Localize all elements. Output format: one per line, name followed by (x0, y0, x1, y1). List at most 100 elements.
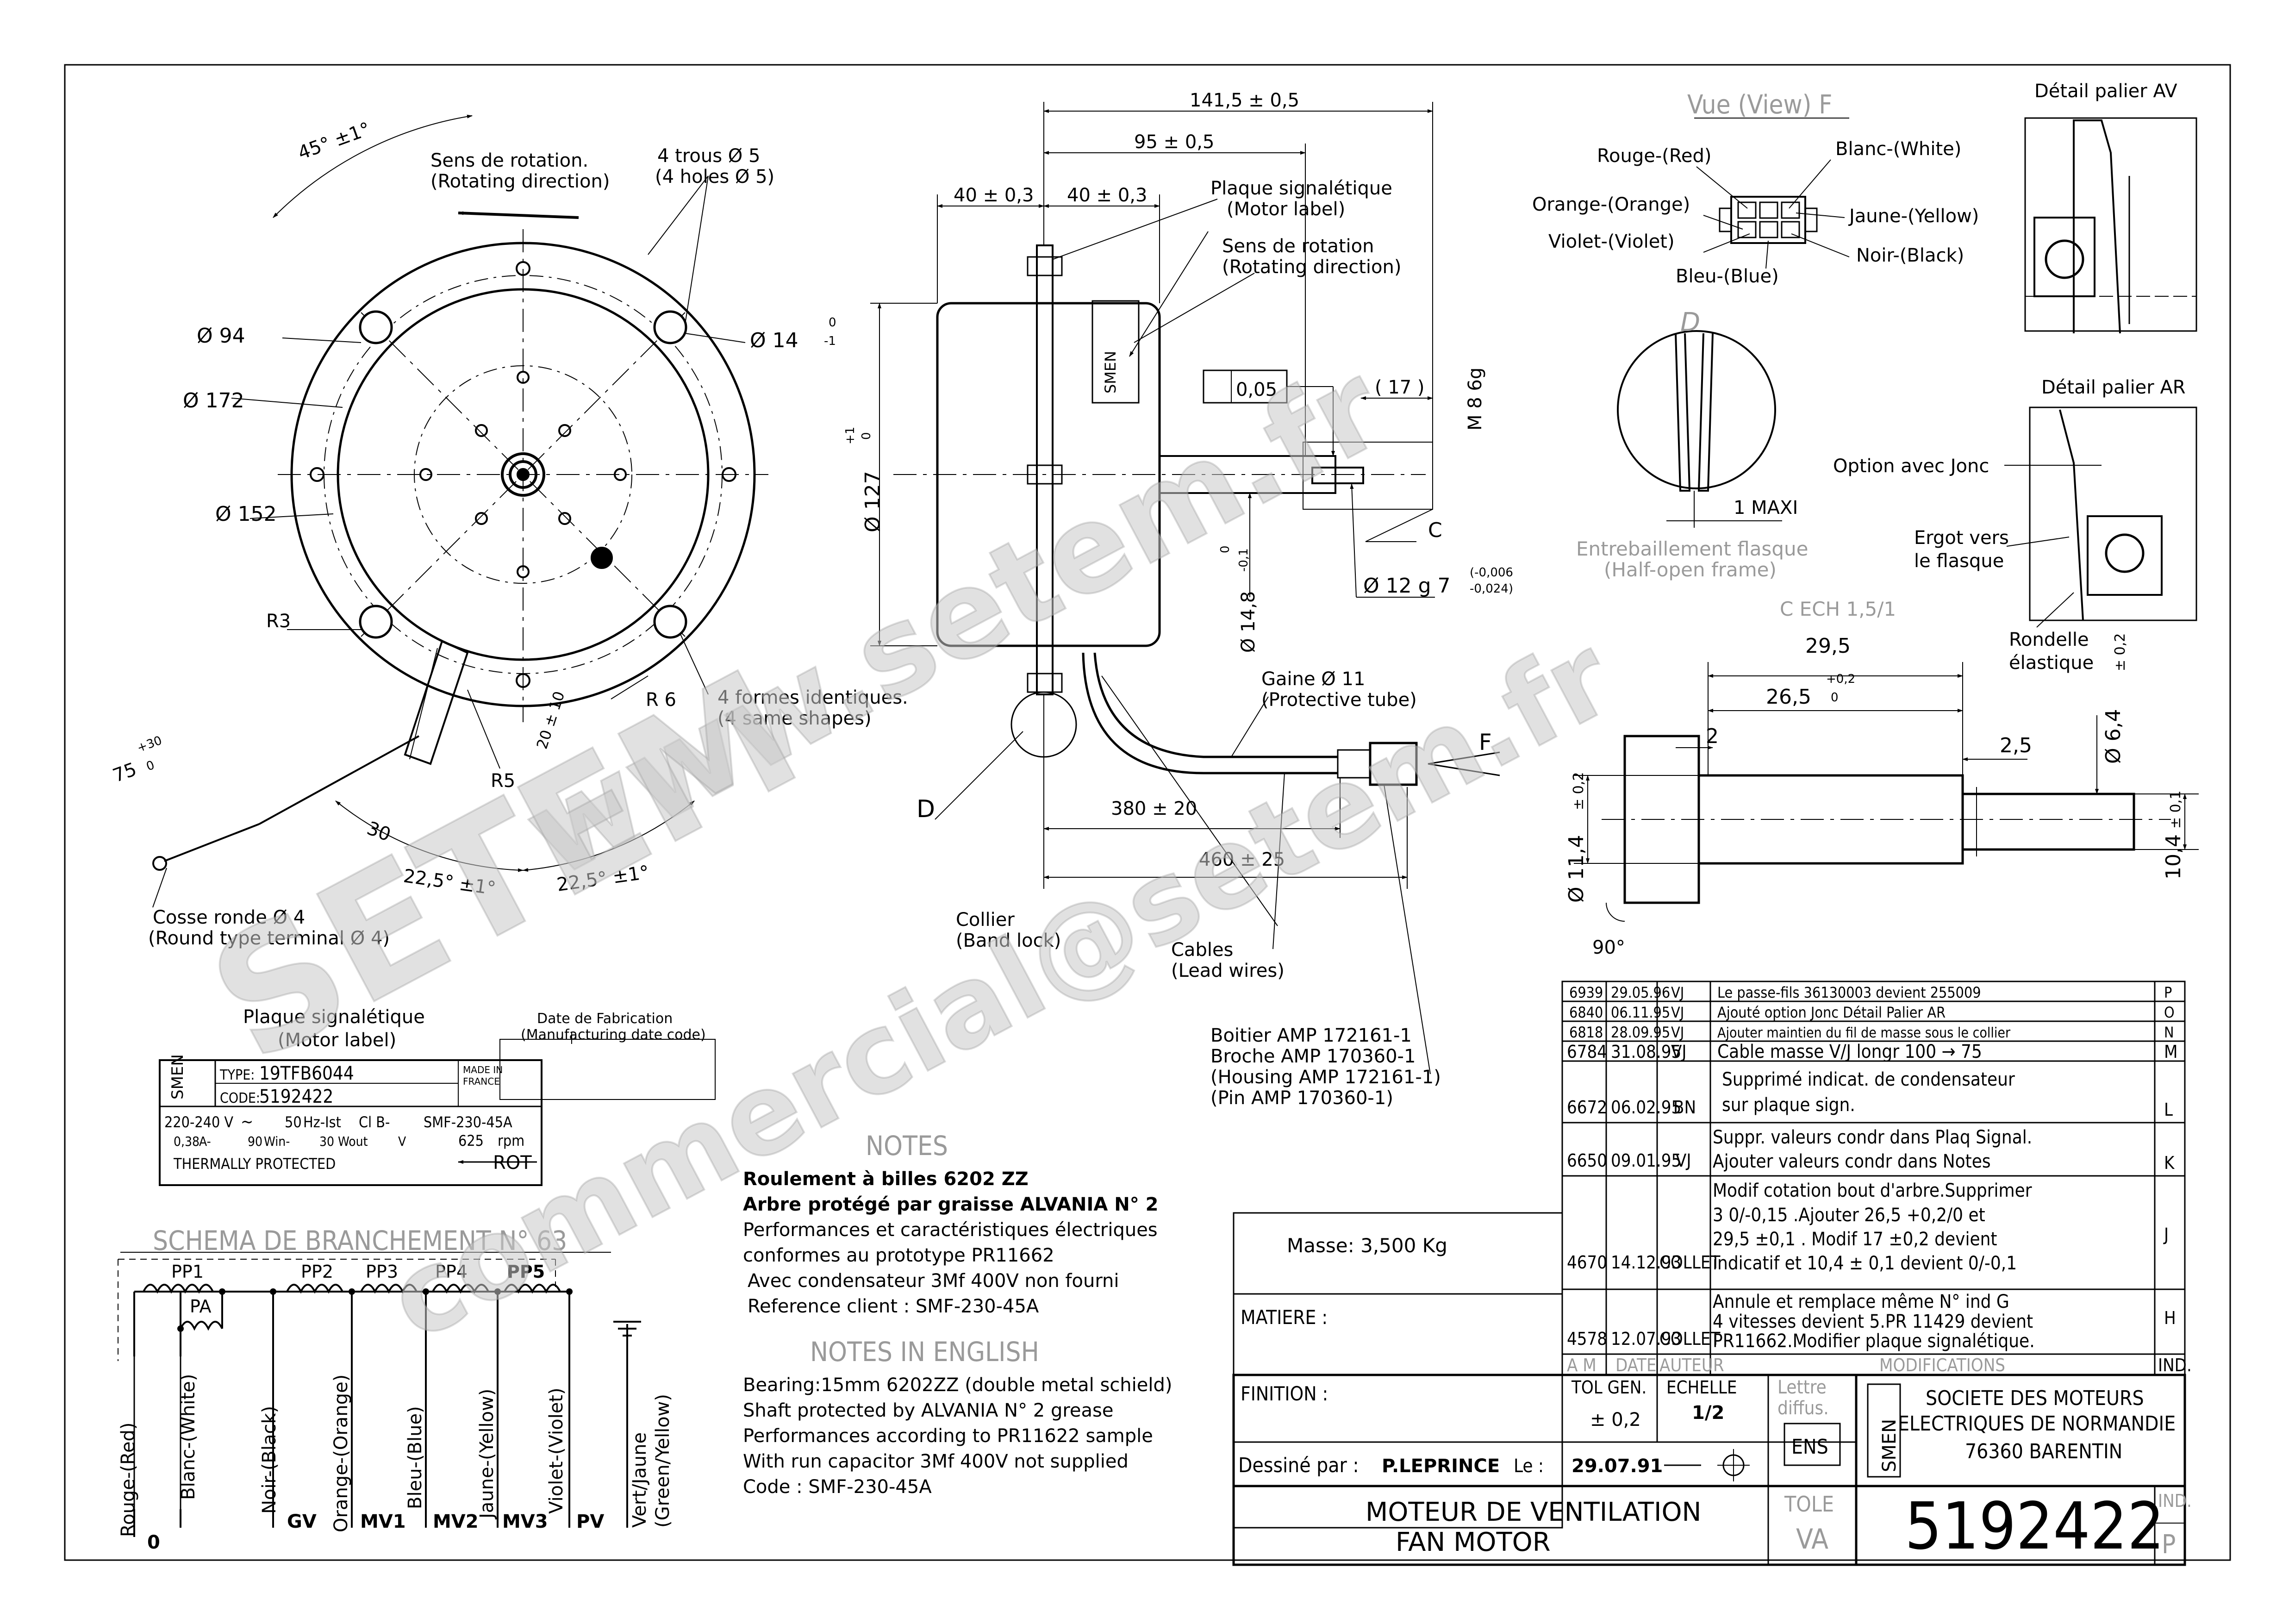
ref-code: SMF-230-45A (424, 1113, 512, 1131)
runout-label: 0,05 (1236, 379, 1277, 400)
side-rotation-fr: Sens de rotation (1222, 236, 1374, 257)
view-f-title: Vue (View) F (1687, 90, 1832, 120)
side-rotation-en: (Rotating direction) (1222, 256, 1401, 278)
wire-black-label: Noir-(Black) (1856, 245, 1964, 266)
flange-plate (1036, 244, 1054, 695)
rev-j-text-3: 29,5 ±0,1 . Modif 17 ±0,2 devient (1713, 1229, 1997, 1250)
dim-40b-label: 40 ± 0,3 (1067, 185, 1147, 206)
d127-tol-up: +1 (843, 427, 857, 444)
wire-violet-label: Violet-(Violet) (1548, 231, 1675, 252)
note-line-0: Roulement à billes 6202 ZZ (743, 1168, 1029, 1190)
plate-fr-label: Plaque signalétique (1210, 178, 1392, 199)
rotation-fr-label: Sens de rotation. (430, 150, 588, 171)
d12-tol-up: (-0,006 (1470, 566, 1513, 580)
notes-block: NOTES Roulement à billes 6202 ZZ Arbre p… (743, 1130, 1172, 1498)
rev-j-text-2: 3 0/-0,15 .Ajouter 26,5 +0,2/0 et (1713, 1205, 1985, 1226)
terminal-en-label: (Round type terminal Ø 4) (148, 928, 390, 949)
current-unit: A- (199, 1134, 211, 1149)
d14-tol-dn: -1 (824, 334, 836, 348)
term-pv: PV (576, 1511, 604, 1532)
rev-m-am: 6784 (1567, 1042, 1607, 1062)
wire-label-1: Blanc-(White) (178, 1374, 199, 1500)
pp3-label: PP3 (366, 1262, 398, 1282)
front-bearing-title: Détail palier AV (2034, 81, 2177, 102)
dim-2-label: 2 (1706, 725, 1719, 748)
note-line-3: conformes au prototype PR11662 (743, 1245, 1054, 1266)
rev-h-author: COLLET (1659, 1329, 1720, 1349)
wire-label-6: Violet-(Violet) (546, 1387, 567, 1514)
rear-bearing-title: Détail palier AR (2041, 377, 2186, 398)
note-en-line-4: Code : SMF-230-45A (743, 1476, 932, 1498)
revision-row-m: 6784 31.08.95 VJ Cable masse V/J longr 1… (1567, 1041, 2178, 1062)
dim-265-label: 26,5 (1766, 685, 1811, 709)
lettre-value: ENS (1791, 1435, 1828, 1459)
note-line-4: Avec condensateur 3Mf 400V non fourni (748, 1270, 1119, 1292)
rev-n-ind: N (2164, 1024, 2174, 1041)
note-en-line-0: Bearing:15mm 6202ZZ (double metal schiel… (743, 1374, 1172, 1396)
drawn-by-label: Dessiné par : (1238, 1454, 1359, 1477)
dim-40a-label: 40 ± 0,3 (954, 185, 1034, 206)
wire-label-gy: (Green/Yellow) (652, 1394, 674, 1528)
rev-m-ind: M (2164, 1042, 2178, 1062)
wire-label-2: Noir-(Black) (259, 1406, 280, 1514)
revision-row-l: 6672 06.02.95 BN Supprimé indicat. de co… (1567, 1069, 2173, 1120)
rev-j-date: 14.12.93 (1611, 1252, 1681, 1273)
mass-label: Masse: 3,500 Kg (1287, 1234, 1447, 1257)
term-mv3: MV3 (502, 1511, 548, 1532)
shapes-en-label: (4 same shapes) (717, 708, 872, 729)
wiring-title: SCHEMA DE BRANCHEMENT N° 63 (153, 1225, 567, 1256)
dim-460-label: 460 ± 25 (1199, 849, 1285, 870)
wire-white-label: Blanc-(White) (1835, 138, 1961, 160)
made-in-1: MADE IN (463, 1064, 503, 1075)
detail-d (1617, 330, 1782, 528)
title-en: FAN MOTOR (1396, 1527, 1551, 1557)
rev-k-ind: K (2164, 1153, 2175, 1173)
title-fr: MOTEUR DE VENTILATION (1366, 1497, 1701, 1527)
frame-en-label: (Half-open frame) (1604, 558, 1777, 581)
ind-label: IND. (2158, 1491, 2192, 1511)
revision-row-o: 6840 06.11.95 VJ Ajouté option Jonc Déta… (1569, 1004, 2175, 1021)
revision-table (1561, 981, 2186, 1376)
revision-row-h: 4578 12.07.93 COLLET Annule et remplace … (1567, 1291, 2176, 1352)
rev-m-date: 31.08.95 (1611, 1042, 1681, 1062)
m8-label: M 8 6g (1465, 368, 1486, 431)
arrow-f-label: F (1479, 730, 1492, 756)
holes-en-label: (4 holes Ø 5) (655, 166, 774, 187)
le-label: Le : (1514, 1455, 1544, 1477)
d14-tol-up: 0 (829, 316, 836, 330)
drawing-date: 29.07.91 (1572, 1455, 1663, 1477)
angle-45-label: 45° ±1° (295, 119, 374, 164)
pp5-label: PP5 (507, 1262, 545, 1282)
tol-value: ± 0,2 (1590, 1409, 1641, 1430)
amp-housing-en: (Housing AMP 172161-1) (1210, 1067, 1441, 1088)
collar-fr-label: Collier (956, 909, 1015, 931)
amp-pin: Broche AMP 170360-1 (1210, 1046, 1416, 1067)
watermark-brand: SETEM (182, 634, 827, 1099)
rev-o-text: Ajouté option Jonc Détail Palier AR (1717, 1004, 1946, 1021)
insulation-class: Cl B- (359, 1113, 390, 1131)
rev-h-am: 4578 (1567, 1329, 1607, 1349)
bearing-labels: Détail palier AV Détail palier AR Option… (1833, 81, 2186, 674)
rev-header-author: AUTEUR (1659, 1355, 1724, 1375)
plate-en-label: (Motor label) (1227, 199, 1345, 220)
side-logo-box (1091, 300, 1140, 404)
tole-label: TOLE (1784, 1492, 1834, 1517)
tube-fr-label: Gaine Ø 11 (1261, 668, 1365, 690)
option-label: Option avec Jonc (1833, 456, 1989, 477)
wire-yellow-label: Jaune-(Yellow) (1848, 206, 1979, 227)
label-title-fr: Plaque signalétique (243, 1006, 425, 1028)
lug-label-2: le flasque (1914, 550, 2004, 572)
d172-label: Ø 172 (183, 389, 244, 412)
rev-l-date: 06.02.95 (1611, 1097, 1681, 1118)
rev-l-text-2: sur plaque sign. (1722, 1094, 1855, 1116)
revision-row-k: 6650 09.01.95 VJ Suppr. valeurs condr da… (1567, 1127, 2175, 1173)
pp4-label: PP4 (435, 1262, 468, 1282)
dim-104-label: 10,4 (2162, 834, 2185, 880)
dim-104-tol: ± 0,1 (2168, 791, 2184, 829)
made-in-2: FRANCE (463, 1076, 500, 1087)
rpm-unit: rpm (498, 1132, 524, 1149)
dim-75-label: 75 (110, 759, 140, 787)
motor-label-texts: Plaque signalétique (Motor label) Date d… (164, 1006, 706, 1174)
rev-j-author: COLLET (1659, 1252, 1720, 1273)
